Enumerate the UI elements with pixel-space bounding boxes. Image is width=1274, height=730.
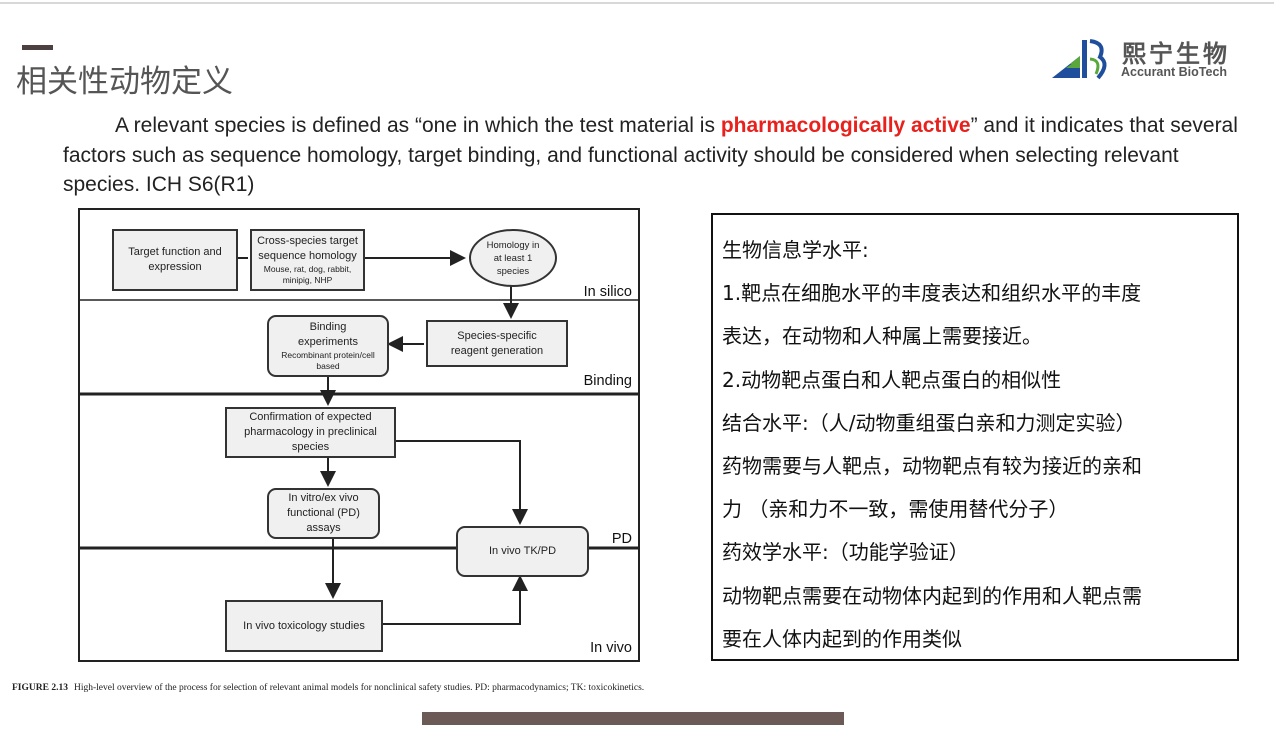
notes-line: 动物靶点需要在动物体内起到的作用和人靶点需: [722, 583, 1142, 608]
reagent-generation-box: Species-specific reagent generation: [426, 320, 568, 367]
logo-mark-icon: [1052, 39, 1107, 80]
notes-line: 药效学水平:（功能学验证）: [722, 540, 969, 565]
notes-line: 结合水平:（人/动物重组蛋白亲和力测定实验）: [722, 410, 1136, 435]
title-accent-bar: [22, 45, 53, 50]
box-label: In vitro/ex vivo functional (PD) assays: [287, 492, 360, 534]
process-flow-diagram: Target function and expression Cross-spe…: [78, 208, 640, 662]
in-vitro-assays-box: In vitro/ex vivo functional (PD) assays: [267, 488, 380, 539]
box-label: Homology in at least 1 species: [486, 239, 540, 277]
company-logo: 熙宁生物 Accurant BioTech: [1052, 38, 1252, 82]
in-vivo-tk-pd-box: In vivo TK/PD: [456, 526, 589, 577]
paragraph-highlight: pharmacologically active: [720, 114, 971, 137]
box-sublabel: Mouse, rat, dog, rabbit, minipig, NHP: [263, 264, 352, 285]
notes-line: 2.动物靶点蛋白和人靶点蛋白的相似性: [722, 367, 1062, 392]
box-label: Target function and expression: [128, 246, 222, 273]
lane-label-in-vivo: In vivo: [590, 640, 632, 656]
confirmation-box: Confirmation of expected pharmacology in…: [225, 407, 396, 458]
notes-line: 1.靶点在细胞水平的丰度表达和组织水平的丰度: [722, 281, 1142, 306]
homology-ellipse: Homology in at least 1 species: [469, 229, 557, 287]
slide-title: 相关性动物定义: [16, 64, 233, 100]
toxicology-studies-box: In vivo toxicology studies: [225, 600, 383, 652]
notes-line: 药物需要与人靶点，动物靶点有较为接近的亲和: [722, 454, 1142, 479]
box-sublabel: Recombinant protein/cell based: [281, 350, 375, 371]
logo-chinese-name: 熙宁生物: [1122, 40, 1230, 68]
lane-label-binding: Binding: [583, 373, 632, 389]
caption-text: High-level overview of the process for s…: [73, 683, 645, 693]
lane-label-pd: PD: [611, 531, 632, 547]
notes-line: 生物信息学水平:: [722, 238, 869, 262]
paragraph-text-start: A relevant species is defined as “one in…: [115, 114, 721, 137]
box-label: Binding experiments: [298, 321, 358, 348]
notes-box: 生物信息学水平: 1.靶点在细胞水平的丰度表达和组织水平的丰度 表达，在动物和人…: [711, 213, 1239, 661]
paragraph-text-end: ” and it indicates that several factors …: [63, 114, 1238, 196]
box-label: Confirmation of expected pharmacology in…: [244, 411, 377, 453]
lane-label-in-silico: In silico: [583, 284, 632, 300]
top-divider: [0, 2, 1274, 4]
definition-paragraph: A relevant species is defined as “one in…: [63, 111, 1243, 200]
notes-line: 要在人体内起到的作用类似: [722, 626, 962, 651]
notes-line: 表达，在动物和人种属上需要接近。: [722, 324, 1042, 349]
box-label: Species-specific reagent generation: [450, 329, 544, 357]
figure-caption: FIGURE 2.13 High-level overview of the pr…: [12, 682, 732, 694]
footer-accent-bar: [422, 712, 844, 725]
notes-line: 力 （亲和力不一致，需使用替代分子）: [722, 497, 1069, 522]
target-function-box: Target function and expression: [112, 229, 238, 291]
box-label: In vivo TK/PD: [488, 545, 557, 557]
box-label: Cross-species target sequence homology: [257, 235, 358, 262]
box-label: In vivo toxicology studies: [243, 619, 365, 632]
logo-english-name: Accurant BioTech: [1121, 65, 1228, 79]
figure-label: FIGURE 2.13: [12, 683, 68, 693]
